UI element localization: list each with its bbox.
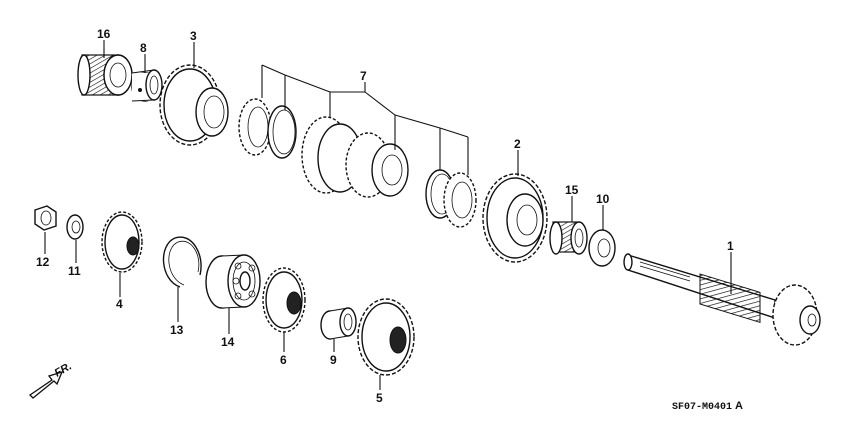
part-label-16: 16: [97, 27, 111, 41]
collar-8: [131, 69, 163, 102]
snap-ring-13: [162, 236, 202, 288]
drawing-code-suffix: A: [735, 400, 743, 412]
part-label-12: 12: [36, 255, 50, 269]
gear-4: [101, 211, 143, 273]
washer-11: [66, 214, 84, 240]
part-label-11: 11: [68, 264, 81, 278]
leader-7: [261, 64, 469, 175]
part-label-10: 10: [596, 192, 610, 206]
spacer-collar-9: [320, 307, 357, 340]
part-label-6: 6: [280, 353, 287, 367]
mainshaft-1: [623, 253, 821, 346]
ball-bearing-14: [205, 254, 261, 309]
part-label-2: 2: [514, 137, 521, 151]
synchro-ring-7a: [238, 98, 272, 156]
front-direction-arrow: FR.: [28, 360, 74, 399]
gear-5: [357, 298, 415, 376]
part-label-9: 9: [330, 353, 337, 367]
leader-lines: [44, 40, 732, 390]
gear-6: [262, 267, 306, 333]
part-label-7: 7: [360, 69, 367, 83]
needle-bearing-15: [549, 221, 588, 255]
part-label-13: 13: [170, 323, 184, 337]
part-label-5: 5: [376, 391, 383, 405]
part-label-8: 8: [140, 41, 147, 55]
needle-bearing-16: [77, 54, 133, 96]
drawing-code: SF07-M0401: [672, 402, 732, 413]
part-label-3: 3: [190, 29, 197, 43]
gear-3: [159, 64, 229, 146]
washer-10: [588, 229, 616, 267]
part-label-15: 15: [565, 183, 579, 197]
synchro-hub-sleeve-7c: [301, 116, 409, 198]
locknut-12: [34, 205, 57, 231]
part-label-1: 1: [727, 239, 734, 253]
gear-2: [482, 173, 548, 263]
synchro-ring-7e: [443, 172, 477, 228]
part-label-4: 4: [116, 297, 123, 311]
spring-ring-7b: [267, 105, 297, 159]
front-direction-label: FR.: [53, 360, 74, 379]
part-label-14: 14: [221, 335, 235, 349]
